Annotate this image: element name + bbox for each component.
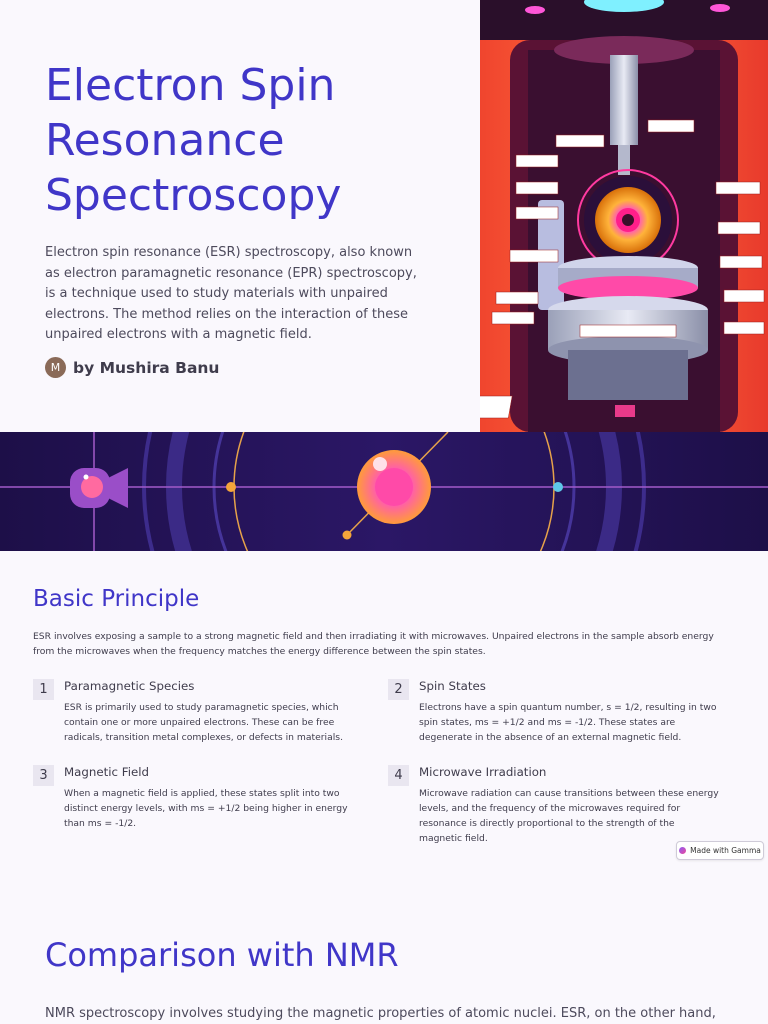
item-title: Paramagnetic Species — [64, 679, 195, 693]
item-number: 3 — [33, 765, 54, 786]
page-title: Electron Spin Resonance Spectroscopy — [45, 60, 342, 221]
item-text: ESR is primarily used to study paramagne… — [64, 702, 343, 743]
gamma-logo-icon — [679, 847, 687, 854]
item-text: Microwave radiation can cause transition… — [419, 788, 719, 844]
author-name: by Mushira Banu — [73, 358, 220, 377]
badge-label: Made with Gamma — [690, 846, 761, 855]
item-title: Spin States — [419, 679, 486, 693]
decorative-banner — [0, 432, 768, 551]
item-title: Microwave Irradiation — [419, 765, 547, 779]
item-number: 1 — [33, 679, 54, 700]
section-title-basic-principle: Basic Principle — [33, 586, 200, 612]
avatar: M — [45, 357, 66, 378]
item-number: 4 — [388, 765, 409, 786]
comparison-text: NMR spectroscopy involves studying the m… — [45, 1006, 716, 1021]
item-number: 2 — [388, 679, 409, 700]
hero-section: Electron Spin Resonance Spectroscopy Ele… — [0, 0, 768, 432]
hero-description: Electron spin resonance (ESR) spectrosco… — [45, 245, 417, 342]
section-title-comparison: Comparison with NMR — [45, 936, 399, 974]
made-with-gamma-badge[interactable]: Made with Gamma — [676, 841, 764, 860]
item-text: When a magnetic field is applied, these … — [64, 788, 348, 829]
item-title: Magnetic Field — [64, 765, 149, 779]
section-intro: ESR involves exposing a sample to a stro… — [33, 631, 714, 657]
hero-illustration — [480, 0, 768, 432]
item-text: Electrons have a spin quantum number, s … — [419, 702, 717, 743]
author-byline: M by Mushira Banu — [45, 357, 219, 378]
